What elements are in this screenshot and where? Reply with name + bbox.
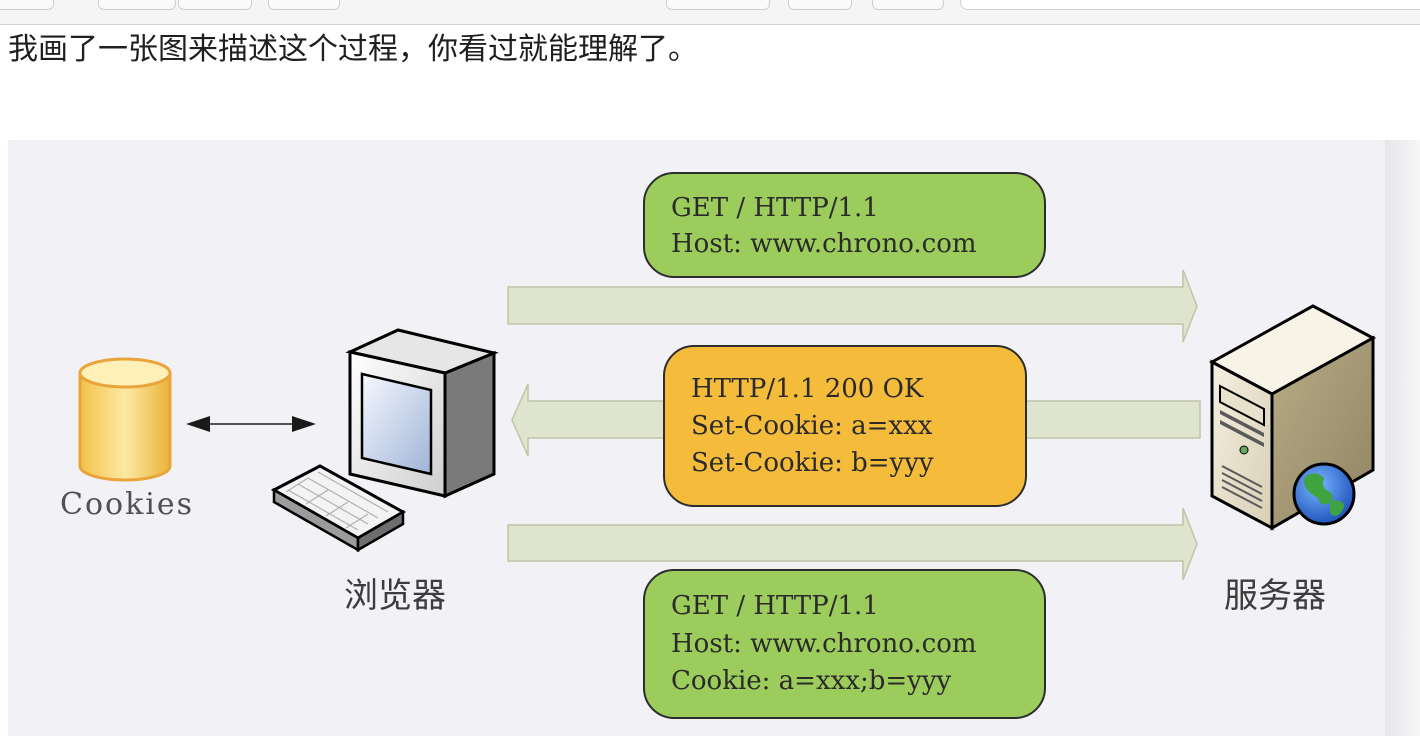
response-line1: HTTP/1.1 200 OK [691, 374, 924, 404]
toolbar-button-back[interactable] [98, 0, 176, 10]
article-paragraph: 我画了一张图来描述这个过程，你看过就能理解了。 [8, 32, 698, 67]
toolbar-button-view[interactable] [666, 0, 770, 10]
response-box: HTTP/1.1 200 OK Set-Cookie: a=xxx Set-Co… [663, 345, 1027, 507]
toolbar-button-history[interactable] [872, 0, 944, 10]
request2-line3: Cookie: a=xxx;b=yyy [671, 666, 952, 696]
request-box-1: GET / HTTP/1.1 Host: www.chrono.com [643, 172, 1046, 278]
cookie-storage-icon [78, 357, 172, 482]
server-label: 服务器 [1224, 576, 1326, 616]
request2-line2: Host: www.chrono.com [671, 629, 977, 659]
cookies-label: Cookies [60, 487, 194, 522]
toolbar-button-forward[interactable] [178, 0, 252, 10]
arrow-request-with-cookie-right [507, 507, 1198, 581]
diagram-edge-shadow [1385, 140, 1420, 736]
cookie-flow-diagram: GET / HTTP/1.1 Host: www.chrono.com HTTP… [8, 140, 1385, 736]
cookie-browser-double-arrow [186, 416, 316, 432]
toolbar-search-field[interactable] [960, 0, 1420, 10]
request1-line2: Host: www.chrono.com [671, 229, 977, 259]
toolbar-button-left[interactable] [0, 0, 54, 10]
request-box-2: GET / HTTP/1.1 Host: www.chrono.com Cook… [643, 569, 1046, 719]
browser-label: 浏览器 [344, 576, 446, 616]
arrow-request-right [507, 269, 1198, 343]
request1-line1: GET / HTTP/1.1 [671, 193, 879, 223]
globe-icon [1292, 462, 1356, 526]
diagram-canvas: GET / HTTP/1.1 Host: www.chrono.com HTTP… [60, 172, 1377, 719]
toolbar [0, 0, 1420, 25]
response-line2: Set-Cookie: a=xxx [691, 411, 933, 441]
request2-line1: GET / HTTP/1.1 [671, 591, 879, 621]
toolbar-button-doc[interactable] [268, 0, 340, 10]
toolbar-button-share[interactable] [788, 0, 852, 10]
response-line3: Set-Cookie: b=yyy [691, 448, 934, 478]
browser-computer-icon [270, 328, 499, 553]
